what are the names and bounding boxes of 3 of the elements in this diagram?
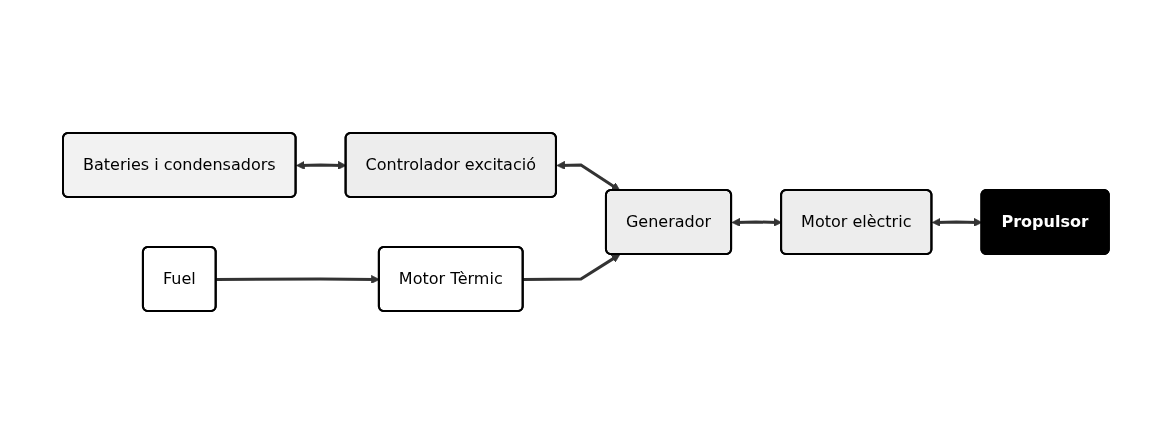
arrow	[556, 160, 620, 191]
arrow	[931, 217, 982, 227]
arrow	[522, 253, 620, 281]
